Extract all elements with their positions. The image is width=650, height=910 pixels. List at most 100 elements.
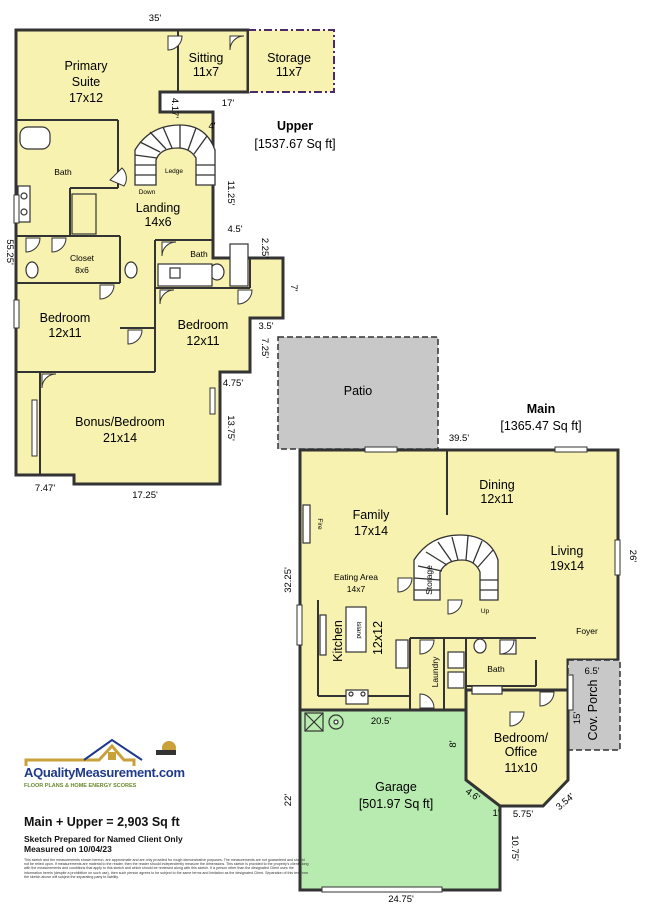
room-name: Dining xyxy=(479,478,514,492)
ledge-label: Ledge xyxy=(165,168,183,175)
room-name: Living xyxy=(551,544,584,558)
up-label: Up xyxy=(481,608,490,615)
disclaimer-text: This sketch and the measurements shown h… xyxy=(24,858,309,879)
house-logo-icon xyxy=(24,738,176,766)
dimension-label: 6.5' xyxy=(584,666,599,677)
dimension-label: 24.75' xyxy=(388,894,414,905)
bathtub-icon xyxy=(19,126,51,150)
measured-date: Measured on 10/04/23 xyxy=(24,844,112,854)
room-name: Bath xyxy=(487,664,505,674)
dimension-label: 3.5' xyxy=(258,321,273,332)
room-size: 11x10 xyxy=(504,761,537,775)
room-name: Bedroom xyxy=(178,318,229,332)
dimension-label: 4.75' xyxy=(223,378,243,389)
room-name: Bedroom/ xyxy=(494,731,549,745)
toilet-icon xyxy=(473,638,487,654)
room-name: Bonus/Bedroom xyxy=(75,415,165,429)
room-name: Eating Area xyxy=(334,572,378,582)
room-name: Suite xyxy=(72,75,101,89)
room-name: Bath xyxy=(190,249,208,259)
main-floor-title: Main xyxy=(527,402,555,416)
room-name: Office xyxy=(505,745,537,759)
total-area: Main + Upper = 2,903 Sq ft xyxy=(24,815,180,829)
dimension-label: 17' xyxy=(222,98,235,109)
room-name: Kitchen xyxy=(331,620,345,662)
room-name: Garage xyxy=(375,780,417,794)
dimension-label: 32.25' xyxy=(283,567,294,593)
island-icon xyxy=(345,606,367,653)
patio-area xyxy=(277,336,439,450)
upper-interior-walls xyxy=(16,119,251,475)
room-size: 12x11 xyxy=(186,334,219,348)
dimension-label: 3.54' xyxy=(554,791,577,813)
main-doors xyxy=(397,577,555,727)
dimension-label: 13.75' xyxy=(225,415,236,441)
vanity-icon xyxy=(157,263,213,287)
room-name: Primary xyxy=(64,59,108,73)
upper-floor: Upper [1537.67 Sq ft] Primary Suite 17x1… xyxy=(4,13,336,501)
dimension-label: 7.25' xyxy=(259,338,270,358)
washer-icon xyxy=(447,651,465,669)
dimension-label: 39.5' xyxy=(449,433,469,444)
dimension-label: 4.17' xyxy=(169,98,180,118)
dimension-label: 55.25' xyxy=(4,239,15,265)
company-name: AQualityMeasurement.com xyxy=(24,765,185,780)
dimension-label: 17.25' xyxy=(132,490,158,501)
fire-label: Fire xyxy=(316,518,323,530)
room-size: 12x11 xyxy=(48,326,81,340)
dimension-label: 5.75' xyxy=(513,809,533,820)
room-name: Closet xyxy=(70,253,95,263)
company-tagline: FLOOR PLANS & HOME ENERGY SCORES xyxy=(24,783,137,789)
room-size: 8x6 xyxy=(75,265,89,275)
upper-floor-outline xyxy=(14,28,285,486)
prepared-note: Sketch Prepared for Named Client Only xyxy=(24,834,183,844)
dimension-label: 22' xyxy=(283,794,294,807)
garage-outline xyxy=(298,708,502,892)
room-name: Foyer xyxy=(576,626,598,636)
room-size: 14x6 xyxy=(144,215,171,229)
dimension-label: 10.75' xyxy=(509,835,520,861)
dimension-label: 4.5' xyxy=(227,224,242,235)
room-name: Storage xyxy=(424,565,434,595)
dimension-label: 7' xyxy=(288,284,299,291)
room-name: Laundry xyxy=(430,656,440,687)
main-floor: Patio xyxy=(277,336,638,905)
room-name: Cov. Porch xyxy=(586,680,600,741)
room-size: 17x12 xyxy=(69,91,103,105)
dimension-label: 26' xyxy=(627,550,638,563)
room-name: Patio xyxy=(344,384,373,398)
dimension-label: 1' xyxy=(492,808,499,819)
shower-icon xyxy=(71,193,97,235)
company-logo: AQualityMeasurement.com FLOOR PLANS & HO… xyxy=(24,738,185,796)
main-interior-walls xyxy=(317,450,537,710)
dimension-label: 20.5' xyxy=(371,716,391,727)
room-size: 12x12 xyxy=(371,621,385,655)
main-windows xyxy=(296,446,621,893)
room-name: Bedroom xyxy=(40,311,91,325)
down-label: Down xyxy=(139,189,156,196)
toilet-icon xyxy=(25,261,39,279)
room-size: 11x7 xyxy=(276,65,302,79)
upper-floor-area: [1537.67 Sq ft] xyxy=(254,137,335,151)
upper-windows xyxy=(13,194,216,457)
dimension-label: 35' xyxy=(149,13,162,24)
toilet-icon xyxy=(124,261,138,279)
dimension-label: 8' xyxy=(448,740,459,747)
vanity-icon xyxy=(471,685,503,695)
main-floor-area: [1365.47 Sq ft] xyxy=(500,419,581,433)
room-size: 11x7 xyxy=(193,65,219,79)
room-area: [501.97 Sq ft] xyxy=(359,797,433,811)
storage-upper-outline xyxy=(248,29,335,93)
room-size: 21x14 xyxy=(103,431,137,445)
room-name: Family xyxy=(353,508,391,522)
upper-doors xyxy=(25,35,253,389)
dimension-label: 11.25' xyxy=(225,181,236,206)
room-name: Bath xyxy=(54,167,72,177)
room-size: 12x11 xyxy=(480,492,513,506)
main-stair xyxy=(413,534,499,601)
dimension-label: 2.25' xyxy=(259,238,270,258)
dryer-icon xyxy=(447,671,465,689)
dimension-label: 15' xyxy=(572,712,583,725)
room-name: Landing xyxy=(136,201,181,215)
